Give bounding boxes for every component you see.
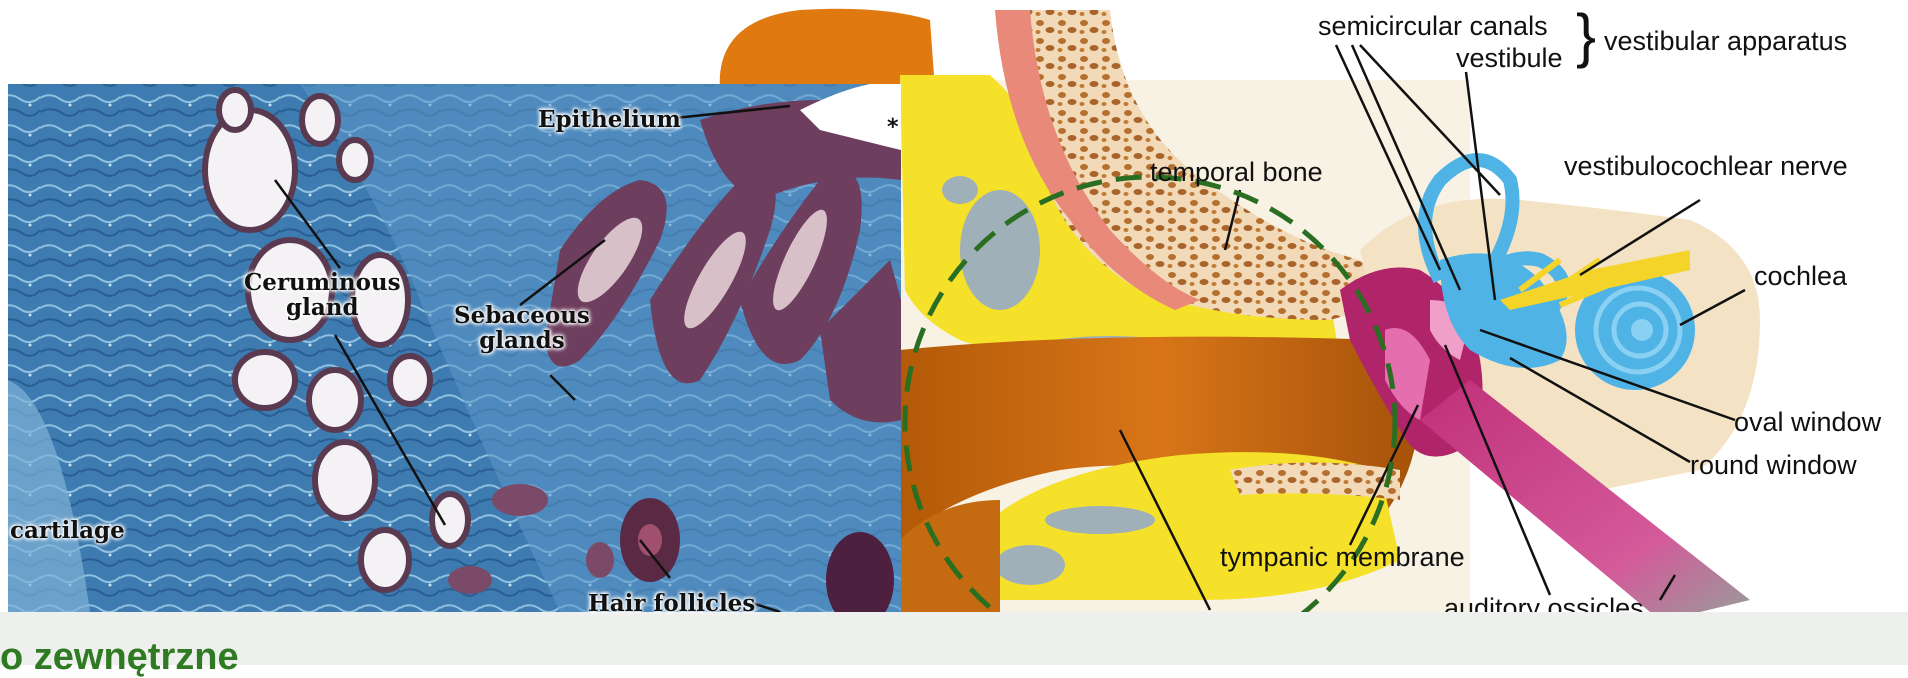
label-ceruminous-line1: Ceruminous [244,270,401,295]
label-vestibular-apparatus: vestibular apparatus [1604,27,1847,57]
label-vestibule: vestibule [1456,44,1563,74]
label-cartilage: cartilage [10,518,125,543]
label-ceruminous-gland: Ceruminous gland [244,270,401,321]
label-round-window: round window [1690,451,1857,481]
label-temporal-bone: temporal bone [1150,158,1323,188]
caption-bar [0,612,1908,665]
label-oval-window: oval window [1734,408,1881,438]
caption-text: o zewnętrzne [0,638,239,676]
label-tympanic-membrane: tympanic membrane [1220,543,1465,573]
label-vestibulocochlear-nerve: vestibulocochlear nerve [1564,152,1848,182]
label-ceruminous-line2: gland [244,295,401,320]
label-semicircular-canals: semicircular canals [1318,12,1548,42]
label-auditory-ossicles: auditory ossicles [1444,594,1644,612]
label-sebaceous-line1: Sebaceous [454,303,590,328]
label-cochlea: cochlea [1754,262,1847,292]
label-brace: } [1576,6,1596,66]
label-sebaceous-glands: Sebaceous glands [454,303,590,354]
histology-micrograph [8,84,901,628]
label-asterisk: * [887,115,899,140]
label-sebaceous-line2: glands [454,328,590,353]
label-epithelium: Epithelium [538,107,681,132]
